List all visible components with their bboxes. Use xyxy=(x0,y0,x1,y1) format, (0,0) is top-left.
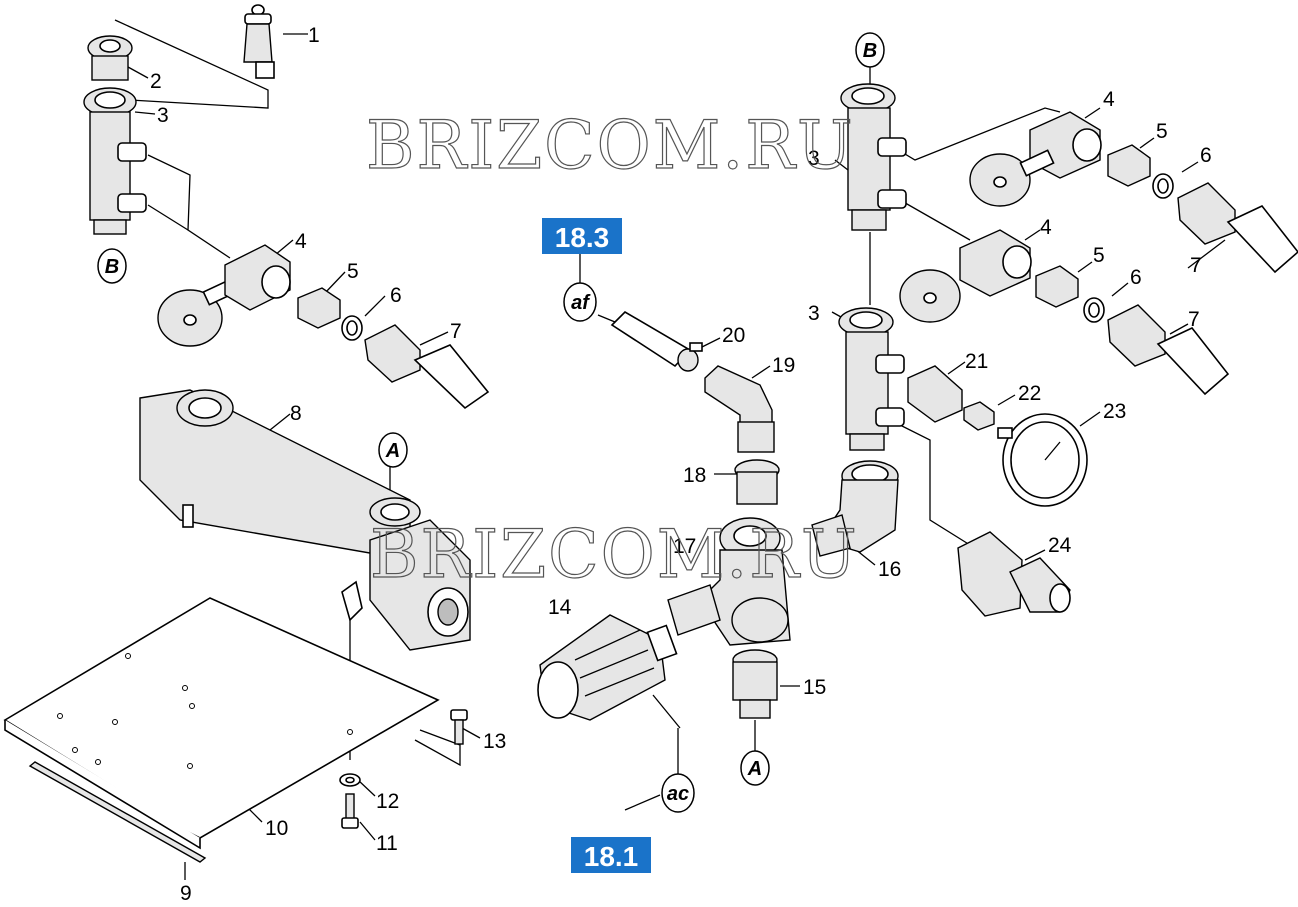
circle-marker-a-bottom: A xyxy=(740,750,770,786)
label-3-center-right: 3 xyxy=(808,302,820,325)
part-4-valve-left xyxy=(157,244,291,347)
label-5-left: 5 xyxy=(347,260,359,283)
part-24-angle-valve xyxy=(957,531,1071,617)
part-19-elbow xyxy=(704,365,775,453)
svg-text:A: A xyxy=(747,758,762,780)
watermark-middle: BRIZCOM.RU xyxy=(370,516,859,593)
label-12: 12 xyxy=(376,790,399,813)
ref-badge-18-3[interactable]: 18.3 xyxy=(542,218,622,254)
circle-marker-b-right: B xyxy=(855,32,885,68)
label-14: 14 xyxy=(548,596,572,619)
label-3-top-right: 3 xyxy=(808,147,820,170)
label-22: 22 xyxy=(1018,382,1041,405)
label-18: 18 xyxy=(683,464,706,487)
label-4-top-right: 4 xyxy=(1103,88,1115,111)
part-6-washer-mid-right xyxy=(1083,297,1105,323)
part-18-nipple xyxy=(734,459,780,505)
watermark-top: BRIZCOM.RU xyxy=(366,107,855,184)
label-7-left: 7 xyxy=(450,320,462,343)
label-3-left: 3 xyxy=(157,104,169,127)
circle-marker-ac: ac xyxy=(661,773,695,813)
part-12-washer xyxy=(339,773,361,787)
part-3-tee-top-right xyxy=(840,83,907,231)
label-6-left: 6 xyxy=(390,284,402,307)
label-7-mid-right: 7 xyxy=(1188,308,1200,331)
svg-text:A: A xyxy=(385,440,400,462)
label-6-mid-right: 6 xyxy=(1130,266,1142,289)
part-6-washer-left xyxy=(341,315,363,341)
part-4-valve-top-right xyxy=(969,111,1102,207)
part-7-hose-top-right xyxy=(1177,182,1298,274)
label-7-top-right: 7 xyxy=(1190,254,1202,277)
label-2: 2 xyxy=(150,70,162,93)
svg-text:B: B xyxy=(863,40,877,62)
part-5-nipple-left xyxy=(297,287,341,329)
svg-text:ac: ac xyxy=(667,783,689,805)
part-8-heat-exchanger xyxy=(139,389,421,561)
svg-text:18.1: 18.1 xyxy=(584,841,639,872)
part-17-pump-housing xyxy=(341,519,471,651)
part-10-base-plate xyxy=(3,597,440,850)
label-6-top-right: 6 xyxy=(1200,144,1212,167)
label-17: 17 xyxy=(673,535,696,558)
part-4-valve-mid-right xyxy=(899,229,1032,323)
part-14-knob xyxy=(537,614,678,721)
part-1-sensor xyxy=(243,4,275,79)
part-2-nipple xyxy=(87,35,133,81)
svg-text:18.3: 18.3 xyxy=(555,222,610,253)
part-3-tee-center-right xyxy=(838,307,905,451)
label-1: 1 xyxy=(308,24,320,47)
circle-marker-af: af xyxy=(563,282,597,322)
part-23-pressure-gauge xyxy=(997,413,1088,507)
circle-marker-b-left: B xyxy=(97,248,127,284)
label-5-top-right: 5 xyxy=(1156,120,1168,143)
label-4-mid-right: 4 xyxy=(1040,216,1052,239)
part-9-strip xyxy=(28,761,207,863)
circle-marker-a-top: A xyxy=(378,432,408,468)
part-15-nipple xyxy=(732,649,778,719)
label-11: 11 xyxy=(376,832,398,855)
part-20-clamp xyxy=(677,342,703,372)
ref-badge-18-1[interactable]: 18.1 xyxy=(571,837,651,873)
label-4-left: 4 xyxy=(295,230,307,253)
part-number-labels: 1 2 3 3 3 4 4 4 5 5 5 6 6 6 7 7 7 8 9 10… xyxy=(150,24,1212,905)
part-17-fitting xyxy=(667,517,791,646)
part-5-nipple-top-right xyxy=(1107,144,1151,187)
part-7-hose-left xyxy=(364,324,490,410)
part-3-tee-left xyxy=(83,87,147,235)
label-13: 13 xyxy=(483,730,506,753)
label-20: 20 xyxy=(722,324,745,347)
label-9: 9 xyxy=(180,882,192,905)
svg-text:af: af xyxy=(571,292,591,314)
part-11-screw xyxy=(341,793,359,829)
part-6-washer-top-right xyxy=(1152,173,1174,199)
part-22-plug xyxy=(963,401,995,431)
svg-text:B: B xyxy=(105,256,119,278)
part-7-hose-mid-right xyxy=(1107,304,1230,396)
label-16: 16 xyxy=(878,558,901,581)
label-15: 15 xyxy=(803,676,826,699)
label-23: 23 xyxy=(1103,400,1126,423)
label-8: 8 xyxy=(290,402,302,425)
part-13-bolt xyxy=(450,709,468,745)
label-24: 24 xyxy=(1048,534,1072,557)
part-21-sleeve xyxy=(907,365,963,423)
label-10: 10 xyxy=(265,817,288,840)
label-19: 19 xyxy=(772,354,795,377)
part-5-nipple-mid-right xyxy=(1035,265,1079,308)
label-5-mid-right: 5 xyxy=(1093,244,1105,267)
label-21: 21 xyxy=(965,350,988,373)
part-16-elbow xyxy=(811,460,899,557)
